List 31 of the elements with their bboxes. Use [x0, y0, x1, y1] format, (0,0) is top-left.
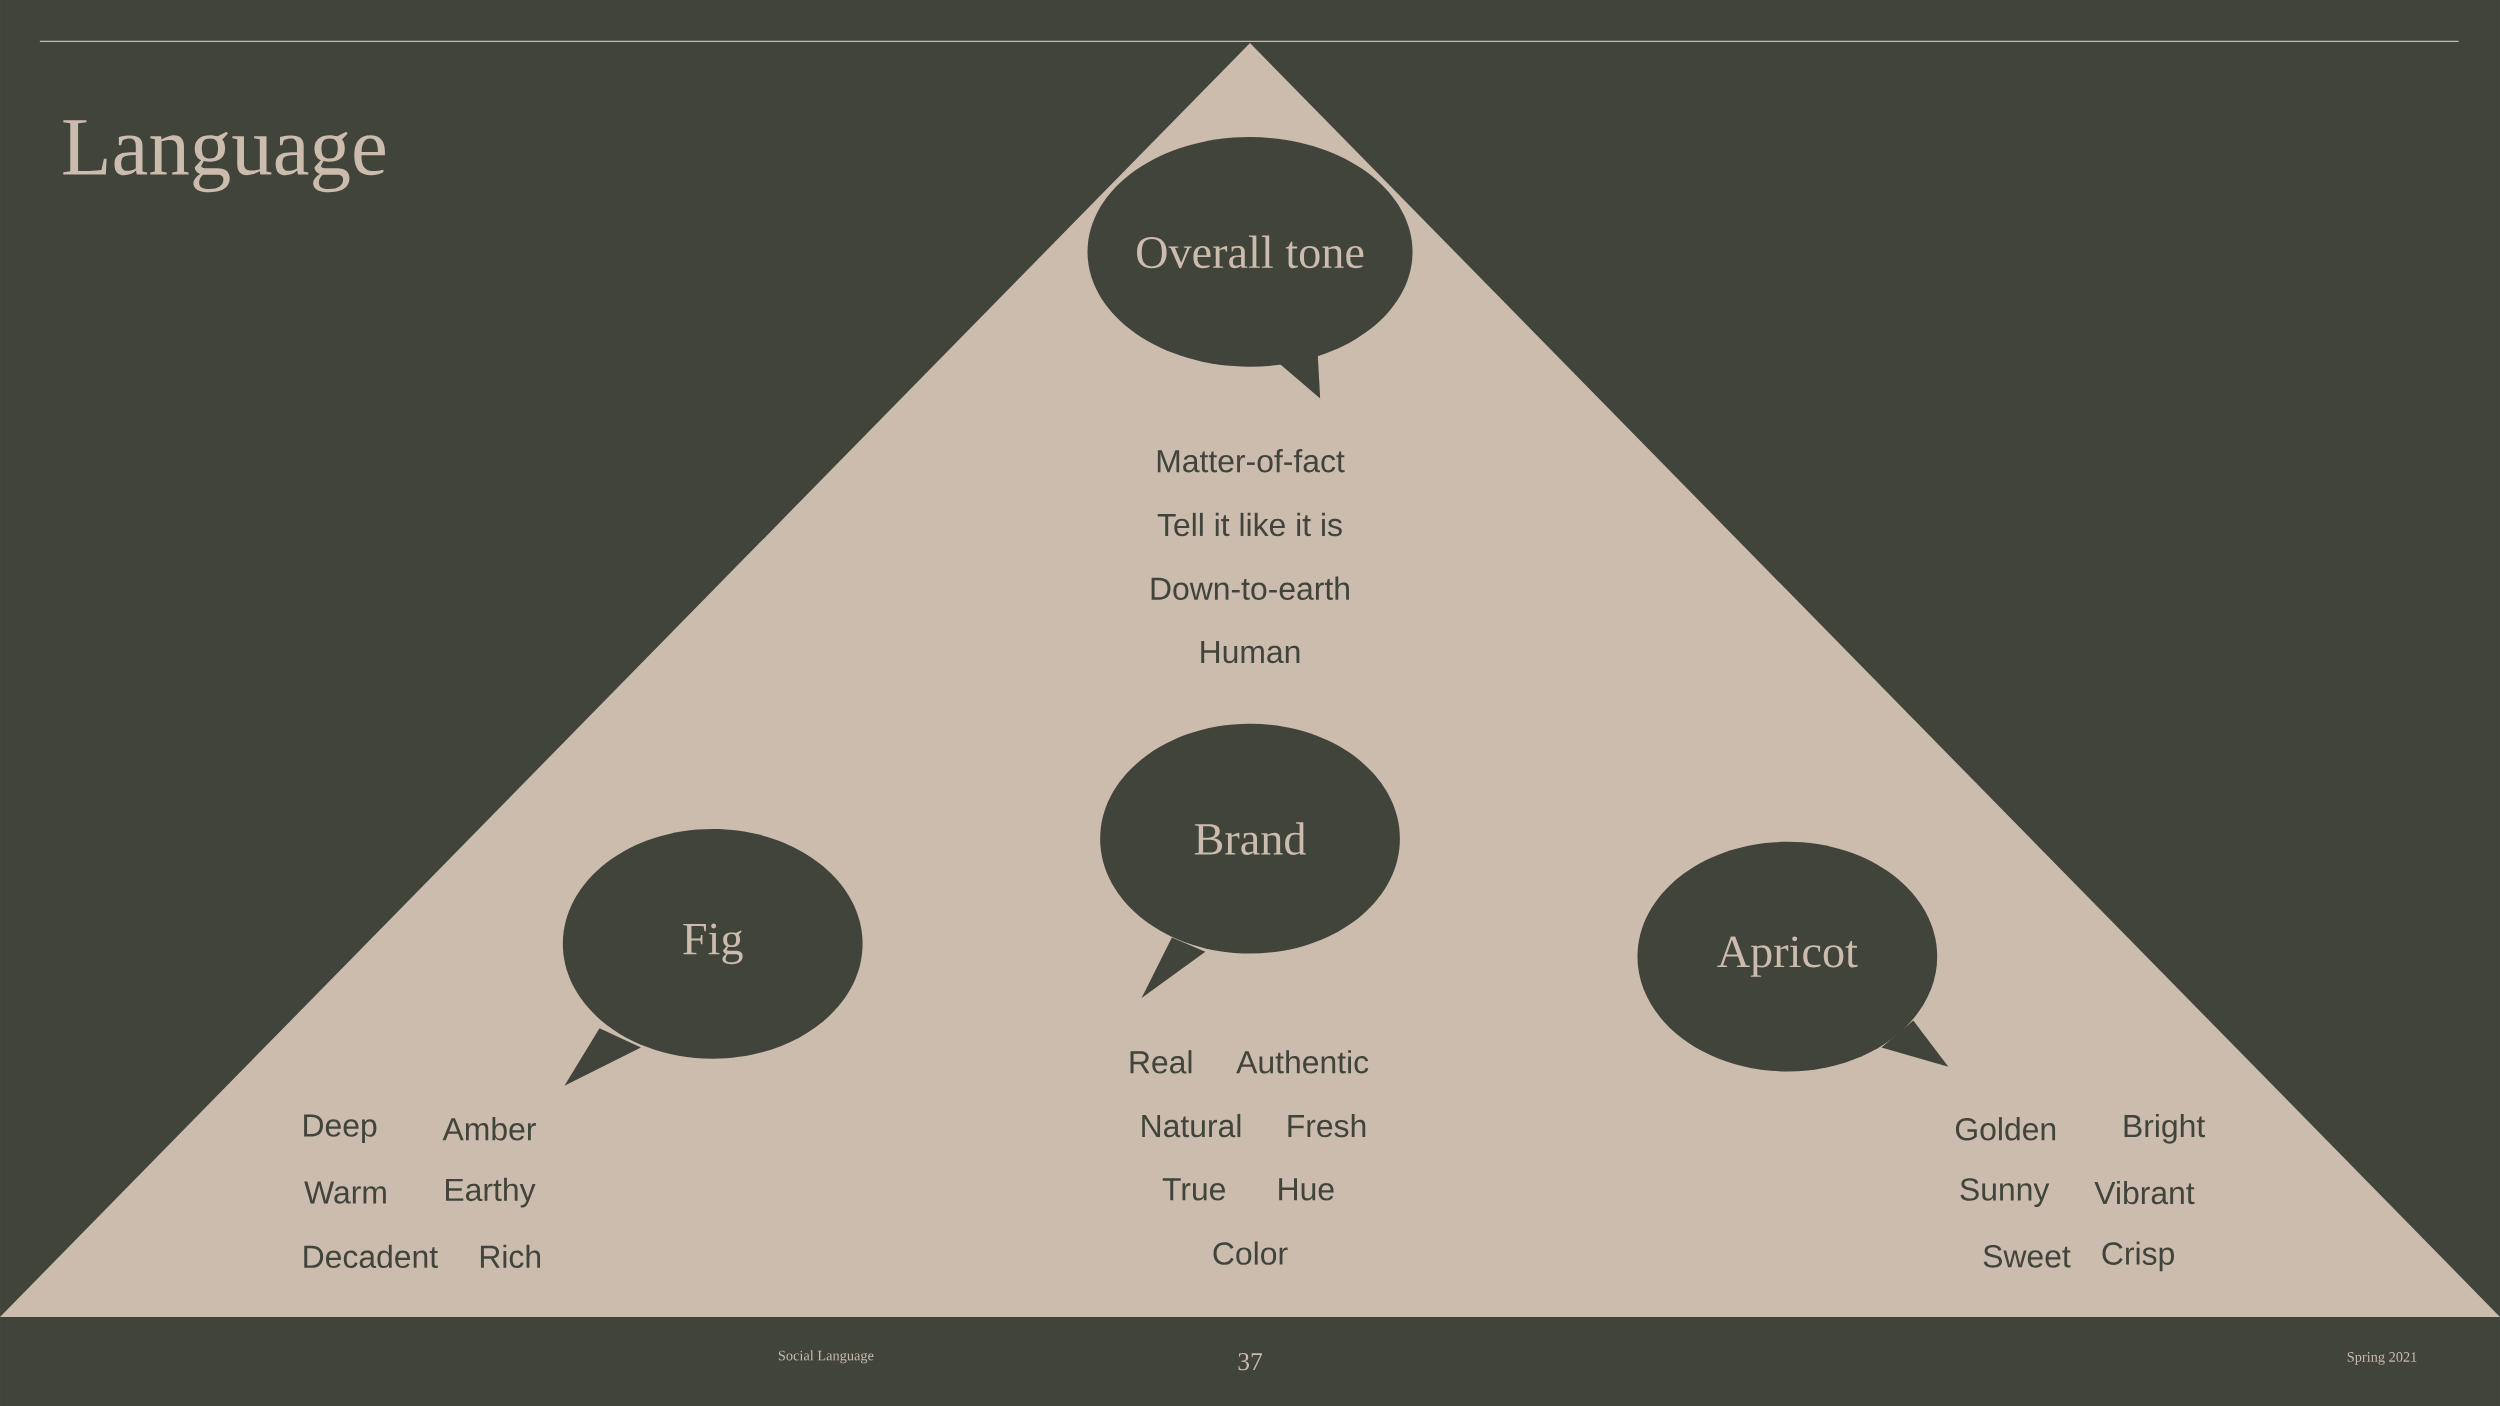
word: Real [1130, 1050, 1192, 1074]
word: Matter-of-fact [1157, 448, 1345, 473]
word: Sunny [1960, 1178, 2050, 1207]
word: Down-to-earth [1151, 576, 1349, 600]
title: Language [63, 120, 385, 193]
word: Earthy [446, 1177, 536, 1208]
word: Authentic [1236, 1050, 1369, 1074]
word: Amber [442, 1117, 536, 1141]
word: Sweet [1983, 1244, 2071, 1268]
word: Color [1213, 1241, 1288, 1265]
speech-bubble: Fig [562, 828, 863, 1086]
word: Rich [480, 1244, 540, 1268]
word: Tell it like it is [1157, 512, 1342, 537]
speech-bubble: Apricot [1637, 841, 1949, 1072]
word: True [1162, 1178, 1225, 1201]
word: Deep [304, 1114, 377, 1143]
word: Fresh [1288, 1113, 1366, 1138]
footer-text: Social Language [778, 1350, 874, 1364]
speech-bubble: Overall tone [1087, 137, 1413, 399]
page-number: 37 [1238, 1352, 1263, 1371]
word: Bright [2124, 1113, 2205, 1144]
word: Natural [1142, 1113, 1241, 1138]
word: Human [1201, 640, 1300, 664]
speech-bubble: Brand [1100, 723, 1400, 998]
word: Crisp [2102, 1241, 2174, 1272]
word: Golden [1955, 1117, 2056, 1141]
word: Decadent [304, 1244, 438, 1268]
word: Hue [1279, 1178, 1334, 1201]
footer-text: Spring 2021 [2347, 1351, 2417, 1365]
word: Warm [304, 1181, 386, 1204]
word: Vibrant [2094, 1180, 2195, 1205]
